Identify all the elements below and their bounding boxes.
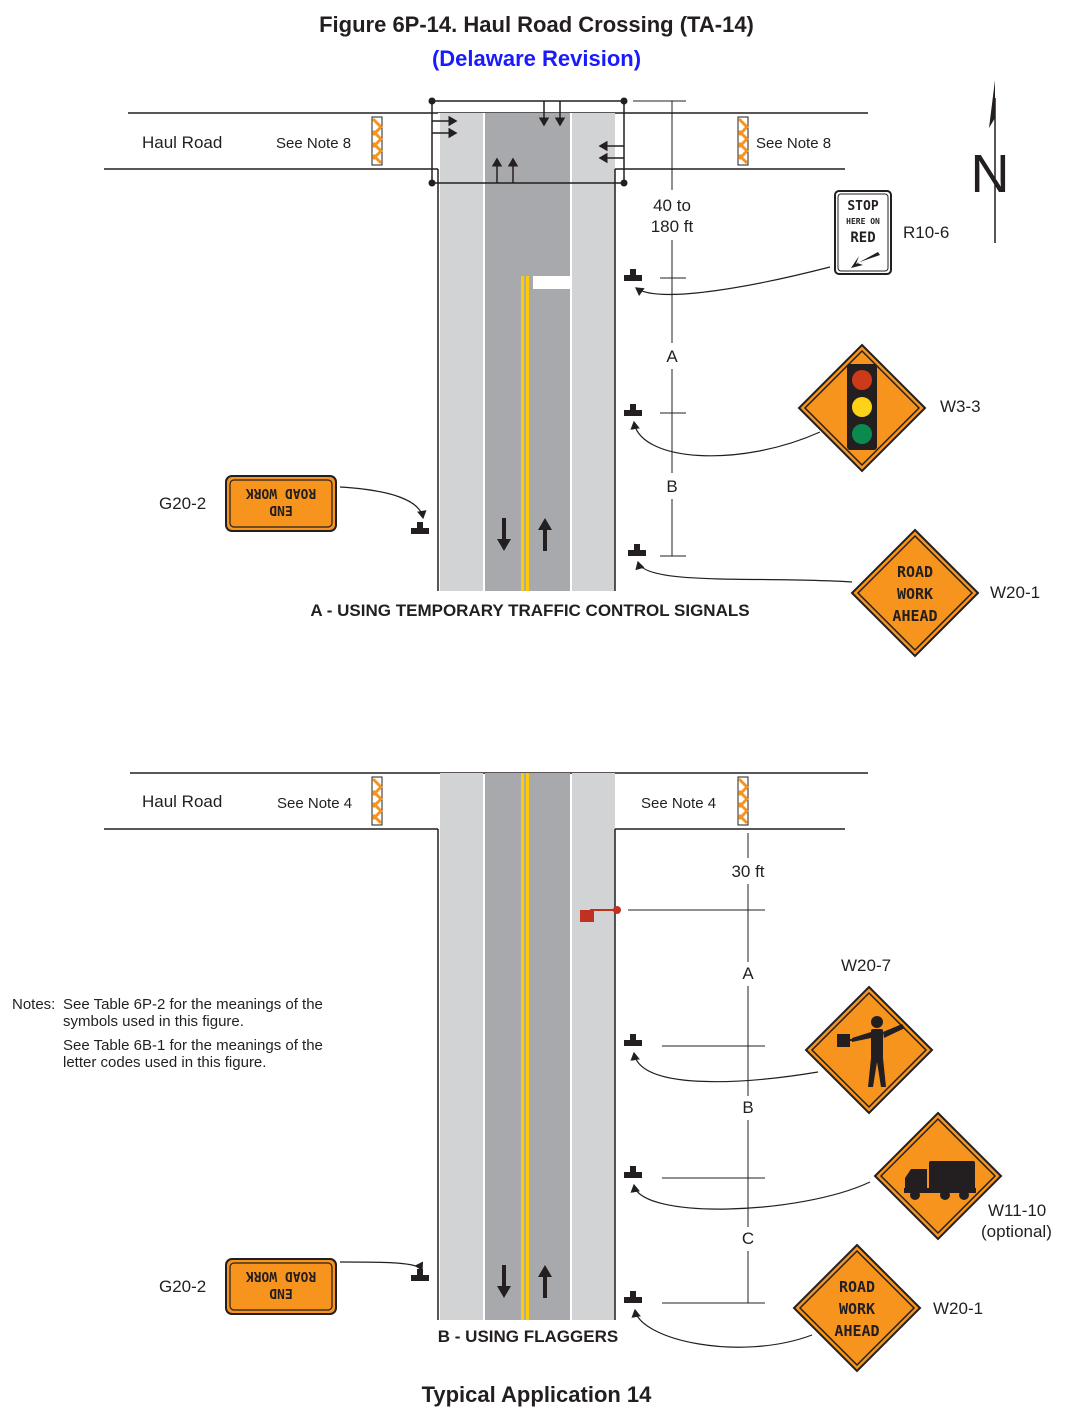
- panel-a: Haul Road See Note 8 See Note 8 40 to 18…: [104, 97, 1040, 658]
- dim-b-a-label: A: [742, 964, 754, 983]
- barricade-icon: [370, 115, 384, 167]
- center-line-b: [521, 773, 524, 1320]
- sign-post-icon: [411, 1269, 429, 1281]
- dim-b-c-label: C: [742, 1229, 754, 1248]
- sign-post-icon: [624, 269, 642, 281]
- r10-6-line1: STOP: [847, 199, 878, 214]
- flagger-icon: [580, 906, 621, 922]
- sign-post-icon: [411, 522, 429, 534]
- dim-30ft-label: 30 ft: [731, 862, 764, 881]
- w3-3-code: W3-3: [940, 397, 981, 416]
- shoulder-left-a: [440, 113, 483, 591]
- w20-7-sign: [804, 985, 934, 1115]
- g20-2-b-line1: END: [269, 1285, 293, 1300]
- dimension-line-b: [628, 833, 771, 1304]
- panel-b-caption: B - USING FLAGGERS: [438, 1327, 618, 1346]
- w20-1-b-line1: ROAD: [839, 1278, 875, 1296]
- note-left-b: See Note 4: [277, 795, 352, 812]
- figure-title: Figure 6P-14. Haul Road Crossing (TA-14): [319, 12, 754, 37]
- w3-3-sign: [797, 343, 927, 473]
- sign-post-icon: [624, 404, 642, 416]
- barricade-icon: [370, 775, 384, 827]
- dim-a-label: A: [666, 347, 678, 366]
- shoulder-right-b: [572, 773, 615, 1320]
- compass-n: N: [971, 144, 1010, 204]
- r10-6-sign: STOP HERE ON RED: [834, 190, 892, 275]
- center-line-a: [521, 276, 524, 591]
- r10-6-line2: HERE ON: [846, 217, 880, 226]
- w20-1-sign-b: ROAD WORK AHEAD: [792, 1243, 922, 1373]
- north-arrow-icon: N: [971, 80, 1010, 243]
- w20-1-a-code: W20-1: [990, 583, 1040, 602]
- dim-b-b-label: B: [742, 1098, 753, 1117]
- g20-2-b-code: G20-2: [159, 1277, 206, 1296]
- flagger-person-icon: [837, 1016, 905, 1087]
- sign-post-icon: [624, 1166, 642, 1178]
- shoulder-right-a: [572, 113, 615, 591]
- w20-1-b-code: W20-1: [933, 1299, 983, 1318]
- dim-top-line1: 40 to: [653, 196, 691, 215]
- r10-6-code: R10-6: [903, 223, 949, 242]
- sign-post-icon: [624, 1034, 642, 1046]
- w20-1-a-line1: ROAD: [897, 563, 933, 581]
- panel-b: Haul Road See Note 4 See Note 4 30 ft A …: [104, 772, 1052, 1373]
- notes-label: Notes:: [12, 996, 56, 1013]
- w20-7-code: W20-7: [841, 956, 891, 975]
- note-line-2: See Table 6B-1 for the meanings of the l…: [63, 1037, 323, 1071]
- g20-2-sign-b: END ROAD WORK: [225, 1258, 337, 1315]
- note-line-1: See Table 6P-2 for the meanings of the s…: [63, 996, 323, 1030]
- lane-arrows-b: [497, 1265, 552, 1298]
- w20-1-b-line3: AHEAD: [834, 1322, 879, 1340]
- r10-6-line3: RED: [850, 230, 875, 246]
- w20-1-sign-a: ROAD WORK AHEAD: [850, 528, 980, 658]
- signal-frame: [428, 97, 628, 187]
- g20-2-b-line2: ROAD WORK: [246, 1268, 317, 1283]
- stop-bar: [533, 276, 570, 289]
- sign-post-icon: [624, 1291, 642, 1303]
- footer-title: Typical Application 14: [421, 1382, 652, 1407]
- w20-1-a-line3: AHEAD: [892, 607, 937, 625]
- g20-2-a-code: G20-2: [159, 494, 206, 513]
- note-right-a: See Note 8: [756, 135, 831, 152]
- truck-icon: [904, 1161, 976, 1200]
- dimension-line-a: [633, 100, 702, 557]
- g20-2-sign-a: END ROAD WORK: [225, 475, 337, 532]
- g20-2-a-line2: ROAD WORK: [246, 485, 317, 500]
- arrow-down-left-icon: [851, 252, 880, 268]
- panel-a-caption: A - USING TEMPORARY TRAFFIC CONTROL SIGN…: [310, 601, 749, 620]
- sign-post-icon: [628, 544, 646, 556]
- w11-10-optional: (optional): [981, 1222, 1052, 1241]
- note-left-a: See Note 8: [276, 135, 351, 152]
- lane-arrows-a: [497, 518, 552, 551]
- barricade-icon: [736, 115, 750, 167]
- g20-2-a-line1: END: [269, 502, 293, 517]
- w11-10-sign: [873, 1111, 1003, 1241]
- w20-1-a-line2: WORK: [897, 585, 933, 603]
- figure-subtitle: (Delaware Revision): [431, 46, 642, 71]
- w20-1-b-line2: WORK: [839, 1300, 875, 1318]
- dim-b-label: B: [666, 477, 677, 496]
- note-right-b: See Note 4: [641, 795, 716, 812]
- shoulder-left-b: [440, 773, 483, 1320]
- haul-road-label-a: Haul Road: [142, 133, 222, 152]
- barricade-icon: [736, 775, 750, 827]
- dim-top-line2: 180 ft: [651, 217, 694, 236]
- w11-10-code: W11-10: [988, 1201, 1046, 1220]
- haul-road-label-b: Haul Road: [142, 792, 222, 811]
